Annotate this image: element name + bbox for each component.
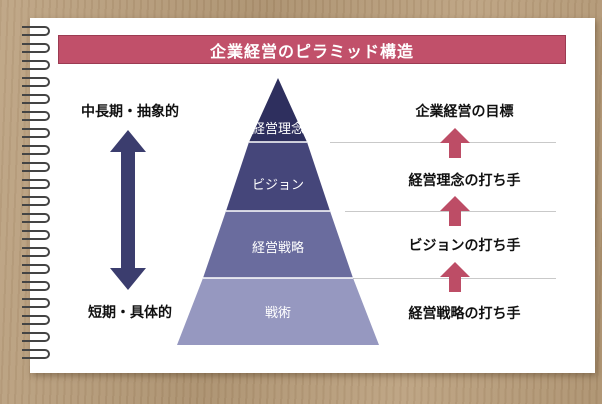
binding-ring — [22, 247, 50, 257]
pyramid-layer-1 — [249, 78, 307, 142]
binding-ring — [22, 196, 50, 206]
binding-ring — [22, 281, 50, 291]
right-label-strategy-action: 経営戦略の打ち手 — [408, 306, 521, 322]
binding-ring — [22, 111, 50, 121]
layer-label-philosophy: 経営理念 — [251, 122, 304, 137]
binding-ring — [22, 264, 50, 274]
binding-ring — [22, 315, 50, 325]
right-label-goal: 企業経営の目標 — [415, 104, 514, 120]
binding-ring — [22, 162, 50, 172]
spiral-binding — [22, 26, 52, 366]
pyramid-layer-4 — [177, 278, 379, 345]
binding-ring — [22, 26, 50, 36]
right-label-vision-action: ビジョンの打ち手 — [408, 238, 521, 254]
title-bar: 企業経営のピラミッド構造 — [58, 35, 566, 64]
layer-label-vision: ビジョン — [251, 178, 304, 193]
binding-ring — [22, 145, 50, 155]
binding-ring — [22, 43, 50, 53]
left-top-label: 中長期・抽象的 — [81, 104, 179, 120]
binding-ring — [22, 128, 50, 138]
layer-label-strategy: 経営戦略 — [251, 241, 304, 256]
binding-ring — [22, 77, 50, 87]
diagram-title: 企業経営のピラミッド構造 — [209, 41, 414, 61]
left-bottom-label: 短期・具体的 — [88, 305, 172, 321]
binding-ring — [22, 60, 50, 70]
binding-ring — [22, 332, 50, 342]
binding-ring — [22, 213, 50, 223]
binding-ring — [22, 298, 50, 308]
right-label-philosophy-action: 経営理念の打ち手 — [408, 173, 521, 189]
binding-ring — [22, 349, 50, 359]
pyramid-layer-3 — [203, 211, 353, 278]
layer-label-tactics: 戦術 — [264, 306, 291, 321]
up-arrow-icon — [440, 262, 470, 292]
pyramid-layer-2 — [226, 142, 330, 211]
binding-ring — [22, 94, 50, 104]
up-arrow-icon — [440, 196, 470, 226]
binding-ring — [22, 179, 50, 189]
up-arrow-icon — [440, 128, 470, 158]
binding-ring — [22, 230, 50, 240]
double-arrow-icon — [110, 130, 146, 290]
